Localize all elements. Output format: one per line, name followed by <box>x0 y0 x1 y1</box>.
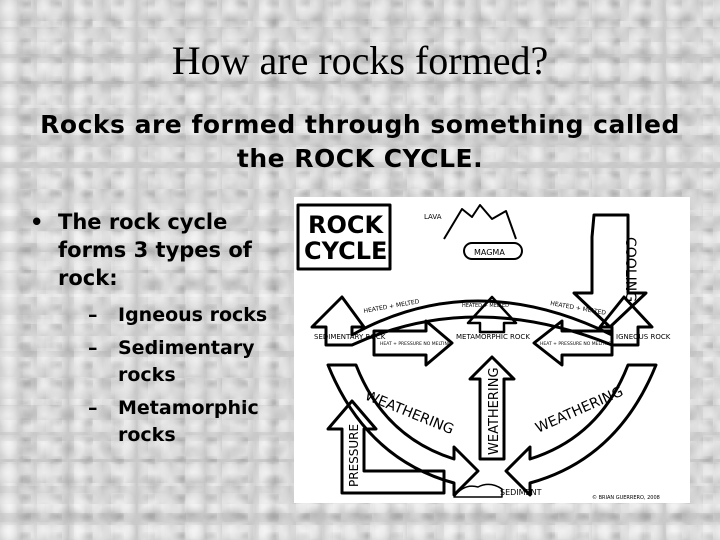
bullet-item: • The rock cycle forms 3 types of rock: … <box>30 208 280 449</box>
bullet-text: The rock cycle forms 3 types of rock: <box>58 210 252 290</box>
heated-melted-up-arrow <box>466 295 518 334</box>
slide-subtitle: Rocks are formed through something calle… <box>40 110 680 173</box>
rock-cycle-diagram: ROCK CYCLE LAVA MAGMA COOLING HEATED + M… <box>294 197 690 503</box>
dash-marker: – <box>88 304 98 326</box>
metamorphic-rock-label: METAMORPHIC ROCK <box>456 333 530 341</box>
sub-item-text: Metamorphic rocks <box>118 397 259 446</box>
lava-label: LAVA <box>424 213 442 221</box>
heated-melted-left-label: HEATED + MELTED <box>363 298 420 315</box>
center-weathering-arrow <box>468 355 516 461</box>
title-box <box>296 203 392 271</box>
weathering-left-label: WEATHERING <box>363 388 456 438</box>
pressure-arrow <box>326 399 446 495</box>
slide-title: How are rocks formed? <box>171 38 549 83</box>
magma-capsule <box>463 242 523 260</box>
bullet-list: • The rock cycle forms 3 types of rock: … <box>30 208 280 455</box>
diagram-credit: © BRIAN GUERRERO, 2008 <box>592 494 660 501</box>
heated-melted-top-label: HEATED + MELTED <box>462 303 509 309</box>
dash-marker: – <box>88 337 98 359</box>
sub-item-text: Sedimentary rocks <box>118 337 255 386</box>
left-heat-arrow <box>372 319 454 367</box>
igneous-rock-label: IGNEOUS ROCK <box>616 333 671 341</box>
weathering-right-label: WEATHERING <box>533 384 626 437</box>
right-heat-arrow <box>532 319 614 367</box>
diagram-title-line2: CYCLE <box>304 237 387 265</box>
heat-pressure-left-label: HEAT + PRESSURE NO MELTING <box>380 341 452 347</box>
dash-marker: – <box>88 397 98 419</box>
sub-item-text: Igneous rocks <box>118 304 268 326</box>
rock-cycle-svg: ROCK CYCLE LAVA MAGMA COOLING HEATED + M… <box>296 203 671 501</box>
sediment-label: SEDIMENT <box>500 488 542 497</box>
sub-item-metamorphic: –Metamorphic rocks <box>88 395 280 449</box>
top-arch-arrow <box>310 295 654 347</box>
bullet-marker: • <box>30 210 44 234</box>
sub-item-igneous: –Igneous rocks <box>88 302 280 329</box>
volcano-icon <box>443 204 517 240</box>
heat-pressure-right-label: HEAT + PRESSURE NO MELTING <box>540 341 612 347</box>
sub-list: –Igneous rocks –Sedimentary rocks –Metam… <box>88 302 280 449</box>
magma-label: MAGMA <box>474 248 505 257</box>
cooling-label: COOLING <box>622 237 638 302</box>
sub-item-sedimentary: –Sedimentary rocks <box>88 335 280 389</box>
right-weathering-arrow <box>504 363 658 497</box>
diagram-title-line1: ROCK <box>308 211 384 239</box>
pressure-label: PRESSURE <box>347 424 361 487</box>
left-weathering-arrow <box>326 363 480 497</box>
sediment-pile-icon <box>453 483 503 498</box>
sedimentary-rock-label: SEDIMENTARY ROCK <box>314 333 386 341</box>
weathering-center-label: WEATHERING <box>487 367 502 455</box>
